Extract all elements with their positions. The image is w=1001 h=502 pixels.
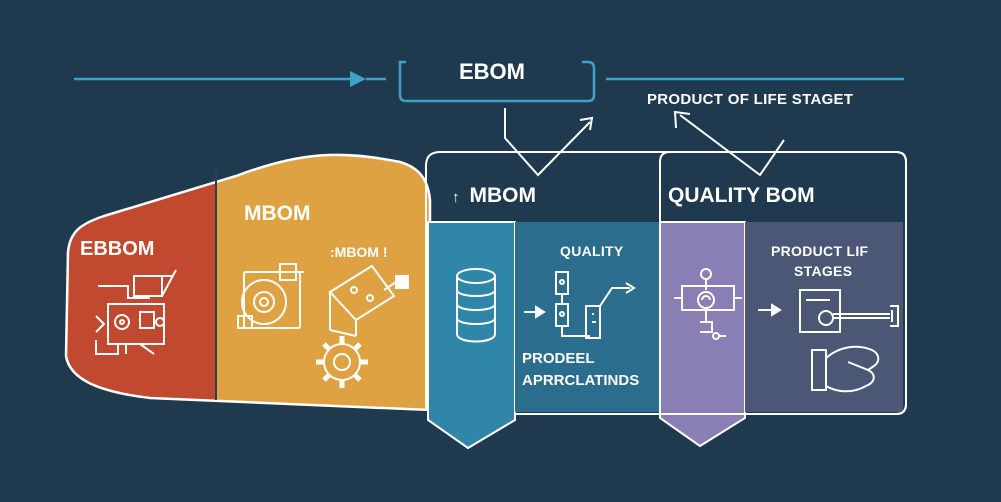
quality-caption-line1: PRODUCT LIF bbox=[771, 243, 869, 259]
product-life-arrows bbox=[673, 110, 785, 177]
quality-caption-line2: STAGES bbox=[794, 263, 853, 279]
document-wrench-icon bbox=[799, 289, 899, 333]
ebom-label: EBOM bbox=[459, 59, 525, 84]
database-icon bbox=[456, 268, 496, 343]
mbom-caption-line2: APRRCLATINDS bbox=[522, 372, 640, 389]
quality-process-icon bbox=[555, 271, 636, 339]
ebom-down-arrows bbox=[504, 108, 594, 177]
quality-label: QUALITY bbox=[560, 243, 624, 259]
ebom-bracket bbox=[398, 60, 596, 103]
quality-bom-title: QUALITY BOM bbox=[668, 184, 815, 207]
mbom-sub-label: :MBOM ! bbox=[330, 244, 388, 260]
hand-icon bbox=[811, 345, 880, 393]
bracket-part-icon bbox=[328, 264, 409, 337]
circuit-board-icon bbox=[95, 269, 177, 355]
lifecycle-control-icon bbox=[674, 268, 742, 340]
ebbom-title: EBBOM bbox=[80, 238, 155, 260]
lavender-column bbox=[659, 221, 746, 448]
arrow-right-icon bbox=[524, 305, 546, 319]
mbom-caption-line1: PRODEEL bbox=[522, 350, 595, 367]
arrow-right-icon-2 bbox=[758, 303, 782, 317]
cog-icon bbox=[316, 336, 368, 388]
mbom-box-title: ↑ MBOM bbox=[452, 184, 536, 208]
top-connector-line bbox=[74, 71, 904, 87]
mbom-box-title-text: MBOM bbox=[469, 184, 537, 207]
ebbom-mbom-blob bbox=[66, 154, 430, 410]
mbom-title: MBOM bbox=[244, 202, 311, 225]
arrow-up-icon: ↑ bbox=[452, 189, 460, 206]
product-life-label: PRODUCT OF LIFE STAGET bbox=[647, 91, 854, 108]
quality-bom-box bbox=[659, 151, 907, 415]
bearing-gear-icon bbox=[237, 263, 304, 329]
teal-column bbox=[427, 221, 516, 450]
